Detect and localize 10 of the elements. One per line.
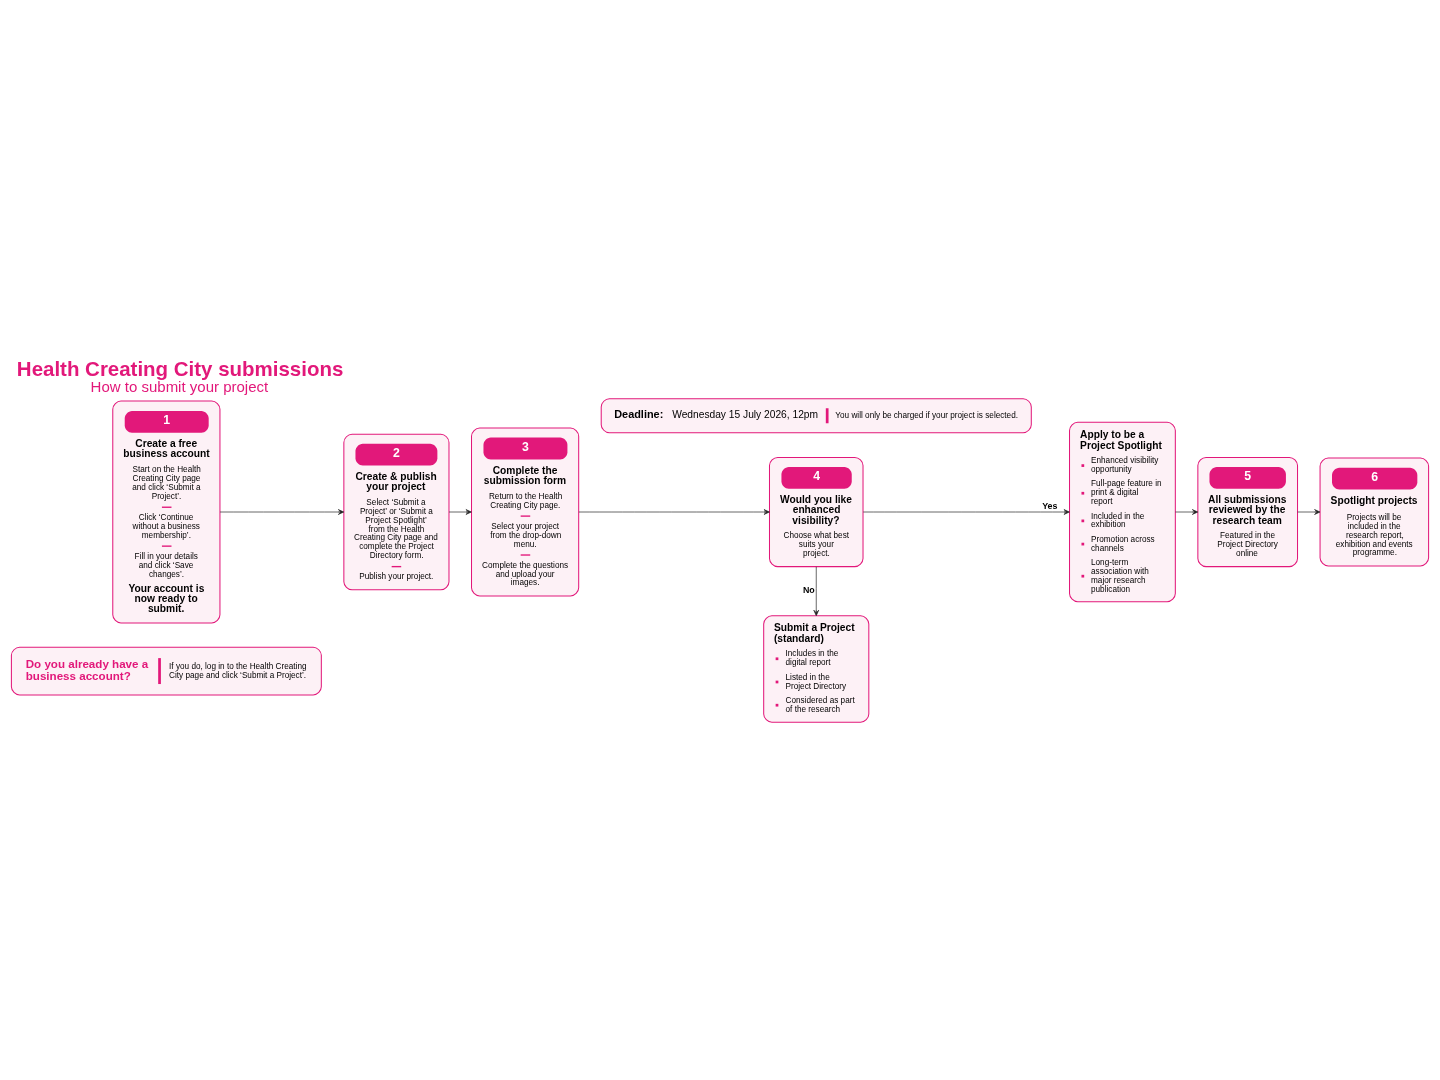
edge-label: No — [802, 584, 815, 595]
arrow — [219, 509, 345, 515]
arrow — [1297, 509, 1321, 515]
arrow — [862, 509, 1070, 515]
arrow — [448, 509, 472, 515]
arrow — [813, 566, 820, 616]
arrow — [578, 509, 770, 515]
arrow — [1175, 509, 1199, 515]
edge-label: Yes — [1042, 500, 1058, 511]
diagram-title: Health Creating City submissions — [16, 357, 344, 381]
